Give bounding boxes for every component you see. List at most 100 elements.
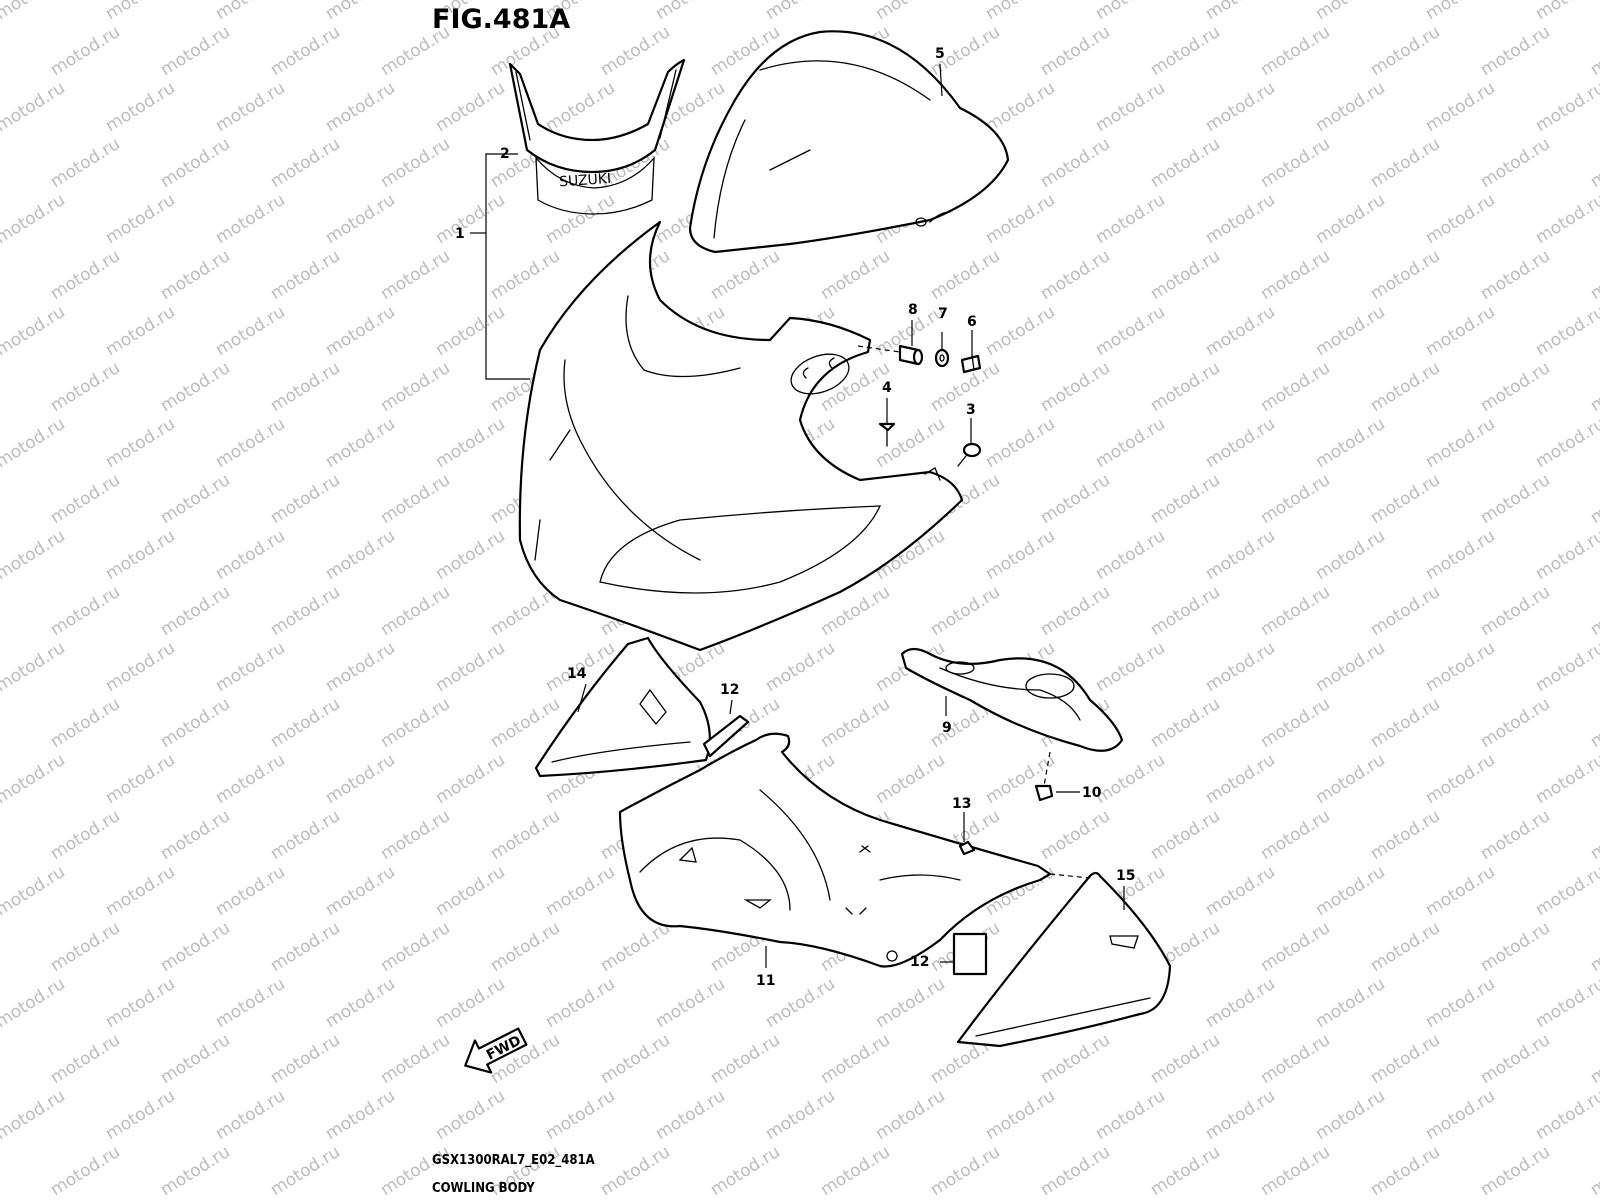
watermark-text: motod.ru [1202,1086,1279,1144]
watermark-text: motod.ru [47,694,124,752]
watermark-text: motod.ru [1202,190,1279,248]
watermark-text: motod.ru [1312,974,1389,1032]
watermark-text: motod.ru [1312,414,1389,472]
watermark-text: motod.ru [982,526,1059,584]
watermark-text: motod.ru [487,246,564,304]
watermark-text: motod.ru [322,750,399,808]
watermark-text: motod.ru [1532,414,1600,472]
watermark-text: motod.ru [1367,22,1444,80]
watermark-text: motod.ru [1532,638,1600,696]
watermark-text: motod.ru [1147,134,1224,192]
watermark-text: motod.ru [487,918,564,976]
watermark-text: motod.ru [157,582,234,640]
watermark-text: motod.ru [872,974,949,1032]
watermark-text: motod.ru [1202,0,1279,24]
watermark-text: motod.ru [432,1086,509,1144]
watermark-text: motod.ru [212,302,289,360]
watermark-text: motod.ru [267,358,344,416]
watermark-text: motod.ru [927,1142,1004,1200]
watermark-text: motod.ru [1147,1030,1224,1088]
watermark-text: motod.ru [212,1086,289,1144]
watermark-text: motod.ru [1202,862,1279,920]
watermark-text: motod.ru [267,582,344,640]
watermark-text: motod.ru [1422,0,1499,24]
watermark-text: motod.ru [1257,582,1334,640]
watermark-text: motod.ru [872,414,949,472]
watermark-text: motod.ru [0,750,69,808]
callout-1: 1 [455,226,465,242]
watermark-text: motod.ru [47,358,124,416]
decal-brand-text: SUZUKI [559,171,612,191]
watermark-text: motod.ru [432,862,509,920]
watermark-text: motod.ru [212,414,289,472]
watermark-text: motod.ru [1477,1142,1554,1200]
watermark-text: motod.ru [1422,638,1499,696]
watermark-text: motod.ru [762,0,839,24]
watermark-text: motod.ru [102,302,179,360]
watermark-text: motod.ru [157,134,234,192]
watermark-text: motod.ru [1532,526,1600,584]
watermark-text: motod.ru [597,918,674,976]
watermark-text: motod.ru [157,1030,234,1088]
part-9-duct-bracket [900,647,1124,752]
watermark-text: motod.ru [1532,0,1600,24]
watermark-text: motod.ru [1312,862,1389,920]
watermark-text: motod.ru [1312,78,1389,136]
watermark-text: motod.ru [267,694,344,752]
watermark-text: motod.ru [1477,582,1554,640]
watermark-text: motod.ru [817,1030,894,1088]
watermark-text: motod.ru [0,78,69,136]
watermark-text: motod.ru [102,974,179,1032]
watermark-text: motod.ru [377,582,454,640]
watermark-text: motod.ru [542,190,619,248]
watermark-text: motod.ru [1367,1030,1444,1088]
watermark-text: motod.ru [1532,862,1600,920]
watermark-text: motod.ru [1312,190,1389,248]
part-10-nut [1034,784,1054,802]
watermark-text: motod.ru [267,246,344,304]
watermark-text: motod.ru [1202,638,1279,696]
watermark-text: motod.ru [102,414,179,472]
watermark-text: motod.ru [267,1030,344,1088]
watermark-text: motod.ru [1092,1086,1169,1144]
watermark-text: motod.ru [1037,134,1114,192]
watermark-text: motod.ru [1257,694,1334,752]
watermark-text: motod.ru [982,414,1059,472]
watermark-text: motod.ru [212,526,289,584]
watermark-text: motod.ru [542,862,619,920]
watermark-text: motod.ru [322,526,399,584]
watermark-text: motod.ru [1257,806,1334,864]
watermark-text: motod.ru [1037,582,1114,640]
watermark-text: motod.ru [1037,358,1114,416]
watermark-text: motod.ru [322,638,399,696]
watermark-text: motod.ru [817,1142,894,1200]
watermark-text: motod.ru [47,582,124,640]
watermark-text: motod.ru [1477,1030,1554,1088]
watermark-text: motod.ru [432,78,509,136]
watermark-text: motod.ru [1312,750,1389,808]
watermark-text: motod.ru [267,1142,344,1200]
watermark-text: motod.ru [1587,134,1600,192]
watermark-text: motod.ru [982,302,1059,360]
watermark-text: motod.ru [707,1030,784,1088]
watermark-text: motod.ru [212,974,289,1032]
watermark-text: motod.ru [0,526,69,584]
watermark-text: motod.ru [1367,470,1444,528]
part-8-grommet [898,344,924,366]
watermark-text: motod.ru [1312,1086,1389,1144]
watermark-text: motod.ru [322,414,399,472]
watermark-text: motod.ru [47,1030,124,1088]
watermark-text: motod.ru [47,22,124,80]
watermark-text: motod.ru [1257,470,1334,528]
watermark-text: motod.ru [1202,526,1279,584]
callout-5: 5 [935,46,945,62]
watermark-text: motod.ru [1257,22,1334,80]
watermark-text: motod.ru [1422,862,1499,920]
watermark-text: motod.ru [267,134,344,192]
part-12-upper-piece [702,714,750,758]
watermark-text: motod.ru [1477,806,1554,864]
watermark-text: motod.ru [322,0,399,24]
watermark-text: motod.ru [1202,78,1279,136]
watermark-text: motod.ru [1037,806,1114,864]
